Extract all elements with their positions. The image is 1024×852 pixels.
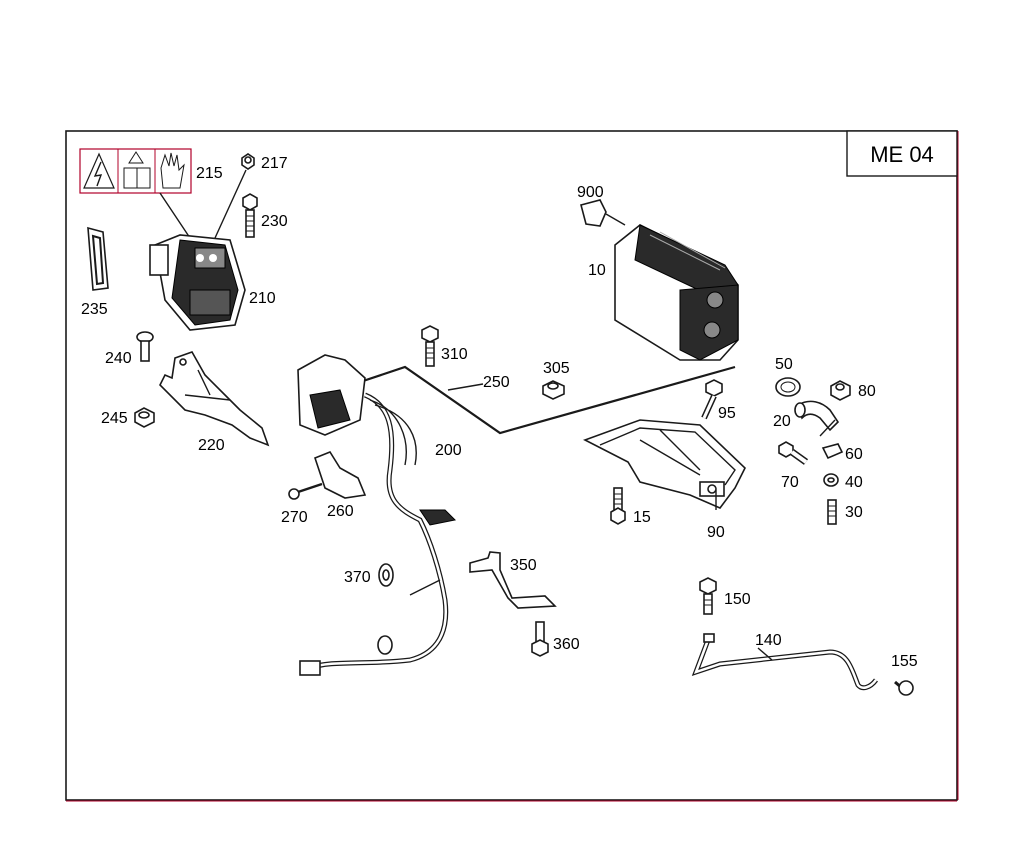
label-95: 95 (718, 405, 736, 422)
bolt-95 (701, 379, 723, 420)
label-80: 80 (858, 383, 876, 400)
diagram-code: ME 04 (870, 142, 934, 167)
bracket-350 (469, 551, 557, 609)
label-260: 260 (327, 503, 354, 520)
nut-217 (241, 153, 255, 170)
label-155: 155 (891, 653, 918, 670)
label-305: 305 (543, 360, 570, 377)
label-200: 200 (435, 442, 462, 459)
leader-lines (715, 419, 836, 510)
bolt-150 (699, 577, 717, 615)
bolt-310 (421, 325, 439, 367)
bolt-240 (136, 331, 154, 362)
label-235: 235 (81, 301, 108, 318)
gasket-235 (87, 226, 109, 291)
label-20: 20 (773, 413, 791, 430)
battery-module-10 (614, 224, 739, 361)
label-150: 150 (724, 591, 751, 608)
warning-label-215 (79, 148, 192, 194)
tag-900 (580, 199, 626, 227)
clip-60 (821, 443, 844, 460)
label-217: 217 (261, 155, 288, 172)
tray-90 (583, 419, 746, 509)
label-230: 230 (261, 213, 288, 230)
nut-80 (830, 380, 851, 401)
label-360: 360 (553, 636, 580, 653)
label-70: 70 (781, 474, 799, 491)
label-30: 30 (845, 504, 863, 521)
label-240: 240 (105, 350, 132, 367)
harness-200 (297, 354, 457, 676)
bolt-70 (778, 441, 809, 465)
washer-40 (823, 473, 839, 487)
label-90: 90 (707, 524, 725, 541)
stud-30 (827, 499, 837, 525)
nut-305 (542, 380, 565, 400)
label-350: 350 (510, 557, 537, 574)
screw-155 (894, 680, 914, 696)
label-220: 220 (198, 437, 225, 454)
diagram-frame (65, 130, 958, 801)
nut-245 (134, 407, 155, 428)
label-40: 40 (845, 474, 863, 491)
cable-250 (359, 365, 736, 435)
label-370: 370 (344, 569, 371, 586)
label-60: 60 (845, 446, 863, 463)
bolt-15 (610, 487, 626, 525)
label-245: 245 (101, 410, 128, 427)
control-unit-210 (149, 234, 246, 331)
line-140 (691, 633, 878, 691)
label-50: 50 (775, 356, 793, 373)
part-labels: 10 15 20 30 40 50 60 70 80 90 95 140 150… (81, 155, 918, 670)
label-270: 270 (281, 509, 308, 526)
bracket-260 (314, 451, 367, 499)
label-10: 10 (588, 262, 606, 279)
diagram-code-box: ME 04 (846, 130, 958, 177)
clip-370 (378, 563, 394, 587)
label-250: 250 (483, 374, 510, 391)
screw-270 (288, 482, 323, 500)
label-900: 900 (577, 184, 604, 201)
label-140: 140 (755, 632, 782, 649)
seal-ring-50 (775, 377, 801, 397)
bracket-220 (159, 351, 270, 447)
label-215: 215 (196, 165, 223, 182)
pipe-20 (794, 400, 840, 432)
label-210: 210 (249, 290, 276, 307)
bolt-360 (531, 621, 549, 657)
bolt-230 (242, 193, 258, 238)
label-15: 15 (633, 509, 651, 526)
label-310: 310 (441, 346, 468, 363)
